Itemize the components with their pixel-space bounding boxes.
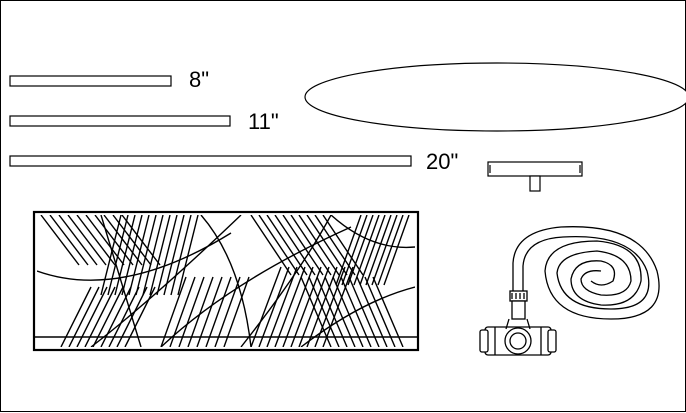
decorative-leaf-panel <box>32 210 420 352</box>
rod-20in-label: 20" <box>426 149 458 174</box>
frond-stroke <box>335 215 362 286</box>
frond-stroke <box>371 215 398 286</box>
frond-stroke <box>58 215 98 266</box>
frond-stroke <box>84 286 116 347</box>
frond-stroke <box>121 215 143 296</box>
rod-11in-label: 11" <box>248 109 279 134</box>
rod-8in-label: 8" <box>189 67 209 92</box>
frond-stroke <box>124 286 156 347</box>
frond-stroke <box>298 215 340 276</box>
frond-stroke <box>223 276 250 347</box>
frond-stroke <box>214 276 241 347</box>
frond-stroke <box>250 266 282 347</box>
frond-stroke <box>359 215 386 286</box>
frond-stroke <box>196 276 223 347</box>
rod-8in <box>9 75 172 87</box>
frond-stroke <box>300 276 332 347</box>
frond-stroke <box>135 215 157 296</box>
frond-stroke <box>149 215 171 296</box>
coiled-hose-connector <box>479 226 660 356</box>
frond-stroke <box>67 215 107 266</box>
frond-stroke <box>100 215 122 296</box>
frond-stroke <box>365 215 392 286</box>
frond-stroke <box>282 215 324 276</box>
frond-stroke <box>187 276 214 347</box>
frond-stroke <box>340 276 372 347</box>
frond-stroke <box>170 215 192 296</box>
frond-stroke <box>364 276 396 347</box>
frond-stroke <box>68 286 100 347</box>
frond-stroke <box>108 286 140 347</box>
frond-stroke <box>205 276 232 347</box>
frond-stroke <box>114 215 136 296</box>
frond-stroke <box>266 266 298 347</box>
frond-stroke <box>308 276 340 347</box>
frond-stroke <box>156 215 178 296</box>
frond-stroke <box>49 215 89 266</box>
frond-stroke <box>353 215 380 286</box>
frond-stroke <box>76 215 116 266</box>
frond-stroke <box>258 215 300 276</box>
rod-20in <box>9 155 412 167</box>
frond-stroke <box>332 276 364 347</box>
frond-stroke <box>282 266 314 347</box>
frond-stroke <box>116 286 148 347</box>
frond-stroke <box>290 266 322 347</box>
frond-stroke <box>341 215 368 286</box>
frond-stroke <box>94 215 134 266</box>
frond-stroke <box>92 286 124 347</box>
frond-stroke <box>142 215 164 296</box>
frond-stroke <box>169 276 196 347</box>
frond-stroke <box>377 215 404 286</box>
ceiling-canopy <box>487 161 583 192</box>
frond-stroke <box>258 266 290 347</box>
frond-stroke <box>100 286 132 347</box>
rod-11in <box>9 115 231 127</box>
frond-stroke <box>274 215 316 276</box>
frond-stroke <box>290 215 332 276</box>
frond-stroke <box>383 215 410 286</box>
frond-stroke <box>163 215 185 296</box>
frond-stroke <box>121 215 161 266</box>
frond-stroke <box>348 276 380 347</box>
frond-stroke <box>76 286 108 347</box>
frond-stroke <box>266 215 308 276</box>
frond-stroke <box>40 215 80 266</box>
frond-stroke <box>160 276 187 347</box>
frond-stroke <box>60 286 92 347</box>
frond-stroke <box>107 215 129 296</box>
frond-stroke <box>316 276 348 347</box>
frond-stroke <box>322 215 364 276</box>
frond-stroke <box>306 215 348 276</box>
frond-stroke <box>372 276 404 347</box>
frond-stroke <box>178 276 205 347</box>
frond-stroke <box>274 266 306 347</box>
frond-stroke <box>324 276 356 347</box>
frond-stroke <box>347 215 374 286</box>
frond-stroke <box>250 215 292 276</box>
frond-stroke <box>314 215 356 276</box>
frond-stroke <box>128 215 150 296</box>
frond-stroke <box>177 215 199 296</box>
oval-shade <box>304 62 686 132</box>
frond-stroke <box>356 276 388 347</box>
frond-stroke <box>103 215 143 266</box>
